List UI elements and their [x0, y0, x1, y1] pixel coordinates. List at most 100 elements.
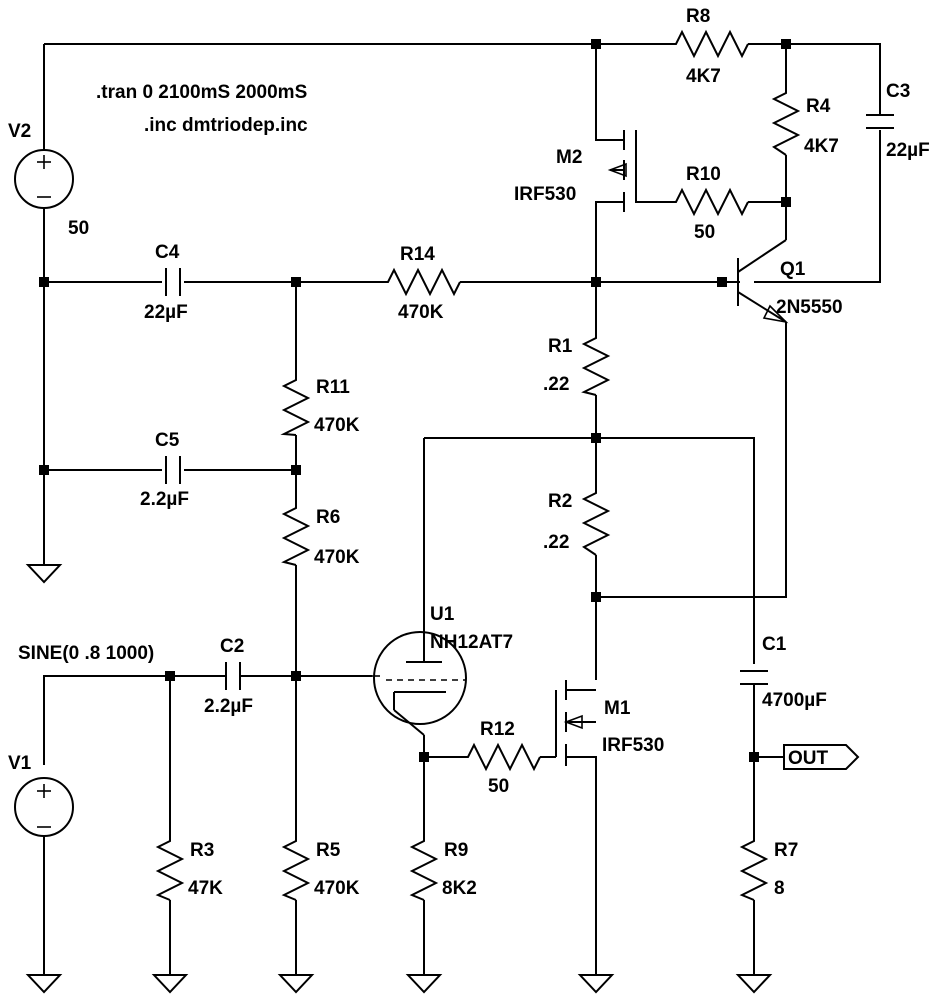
resistor-r14[interactable]: R14 470K [380, 244, 461, 323]
inc-directive[interactable]: .inc dmtriodep.inc [144, 115, 308, 136]
capacitor-value: 22µF [144, 302, 188, 323]
resistor-r5[interactable]: R5 470K [281, 833, 360, 901]
capacitor-name: C2 [220, 636, 244, 657]
junction-dots [39, 39, 791, 762]
voltage-source-v2[interactable]: V2 50 [8, 121, 89, 239]
resistor-value: 50 [488, 776, 509, 797]
resistor-value: 470K [398, 302, 444, 323]
source-name: V2 [8, 121, 31, 142]
tran-directive[interactable]: .tran 0 2100mS 2000mS [96, 82, 307, 103]
resistor-value: 470K [314, 878, 360, 899]
junction-dot [39, 277, 49, 287]
capacitor-value: 4700µF [762, 690, 827, 711]
resistor-value: 4K7 [686, 66, 721, 87]
capacitor-c5[interactable]: C5 2.2µF [140, 430, 189, 510]
source-name: V1 [8, 753, 32, 774]
transistor-name: Q1 [780, 259, 806, 280]
junction-dot [591, 592, 601, 602]
resistor-name: R11 [316, 377, 350, 398]
junction-dot [781, 197, 791, 207]
junction-dot [291, 277, 301, 287]
ground-icon [277, 974, 315, 994]
ground-icon [735, 974, 773, 994]
ground-symbols [25, 564, 773, 994]
resistor-name: R3 [190, 840, 214, 861]
resistor-value: 50 [694, 222, 715, 243]
capacitor-value: 2.2µF [204, 696, 253, 717]
voltage-source-v1[interactable]: V1 SINE(0 .8 1000) [8, 643, 154, 837]
resistor-value: .22 [543, 532, 569, 553]
resistor-value: 4K7 [804, 136, 839, 157]
resistor-name: R10 [686, 164, 721, 185]
resistor-name: R1 [548, 336, 573, 357]
capacitor-value: 2.2µF [140, 489, 189, 510]
resistor-r8[interactable]: R8 4K7 [668, 6, 749, 87]
resistor-r3[interactable]: R3 47K [155, 833, 223, 901]
tube-name: U1 [430, 604, 455, 625]
resistor-name: R14 [400, 244, 435, 265]
resistor-value: 470K [314, 415, 360, 436]
source-value: 50 [68, 218, 89, 239]
capacitor-c3[interactable]: C3 22µF [866, 81, 930, 161]
resistor-r9[interactable]: R9 8K2 [409, 833, 477, 901]
mosfet-m1[interactable]: M1 IRF530 [555, 680, 664, 766]
transistor-name: M1 [604, 698, 631, 719]
capacitor-name: C4 [155, 242, 180, 263]
output-label: OUT [788, 748, 829, 769]
ground-icon [405, 974, 443, 994]
capacitor-c1[interactable]: C1 4700µF [740, 634, 827, 711]
resistor-name: R4 [806, 96, 831, 117]
capacitor-name: C3 [886, 81, 910, 102]
resistor-name: R9 [444, 840, 468, 861]
transistor-value: IRF530 [602, 735, 664, 756]
junction-dot [165, 671, 175, 681]
resistor-value: 47K [188, 878, 223, 899]
ground-icon [25, 974, 63, 994]
capacitor-name: C5 [155, 430, 180, 451]
output-port[interactable]: OUT [783, 744, 860, 770]
source-value: SINE(0 .8 1000) [18, 643, 154, 664]
transistor-value: IRF530 [514, 184, 576, 205]
capacitor-value: 22µF [886, 140, 930, 161]
resistor-name: R12 [480, 719, 515, 740]
resistor-value: .22 [543, 374, 569, 395]
ground-icon [151, 974, 189, 994]
transistor-name: M2 [556, 147, 582, 168]
junction-dot [591, 433, 601, 443]
resistor-value: 470K [314, 547, 360, 568]
capacitor-c4[interactable]: C4 22µF [144, 242, 188, 323]
transistor-value: 2N5550 [776, 297, 843, 318]
resistor-name: R2 [548, 491, 572, 512]
mosfet-m2[interactable]: M2 IRF530 [514, 130, 637, 212]
resistor-name: R8 [686, 6, 710, 27]
wires [43, 43, 881, 975]
resistor-value: 8K2 [442, 878, 477, 899]
resistor-r11[interactable]: R11 470K [280, 372, 360, 436]
resistor-r2[interactable]: R2 .22 [543, 485, 611, 556]
ground-icon [25, 564, 63, 584]
resistor-r1[interactable]: R1 .22 [543, 330, 611, 396]
junction-dot [781, 39, 791, 49]
resistor-r6[interactable]: R6 470K [281, 500, 360, 568]
capacitor-name: C1 [762, 634, 787, 655]
junction-dot [591, 39, 601, 49]
junction-dot [717, 277, 727, 287]
resistor-name: R7 [774, 840, 798, 861]
bjt-q1[interactable]: Q1 2N5550 [737, 239, 843, 324]
junction-dot [291, 465, 301, 475]
junction-dot [419, 752, 429, 762]
resistor-r7[interactable]: R7 8 [739, 833, 798, 901]
resistor-r10[interactable]: R10 50 [668, 164, 749, 243]
capacitor-c2[interactable]: C2 2.2µF [204, 636, 253, 717]
junction-dot [291, 671, 301, 681]
resistor-r12[interactable]: R12 50 [460, 719, 541, 797]
resistor-name: R5 [316, 840, 341, 861]
triode-u1[interactable]: U1 NH12AT7 [372, 604, 513, 736]
ground-icon [577, 974, 615, 994]
resistor-r4[interactable]: R4 4K7 [771, 85, 839, 157]
resistor-value: 8 [774, 878, 785, 899]
junction-dot [591, 277, 601, 287]
junction-dot [749, 752, 759, 762]
tube-value: NH12AT7 [430, 632, 513, 653]
